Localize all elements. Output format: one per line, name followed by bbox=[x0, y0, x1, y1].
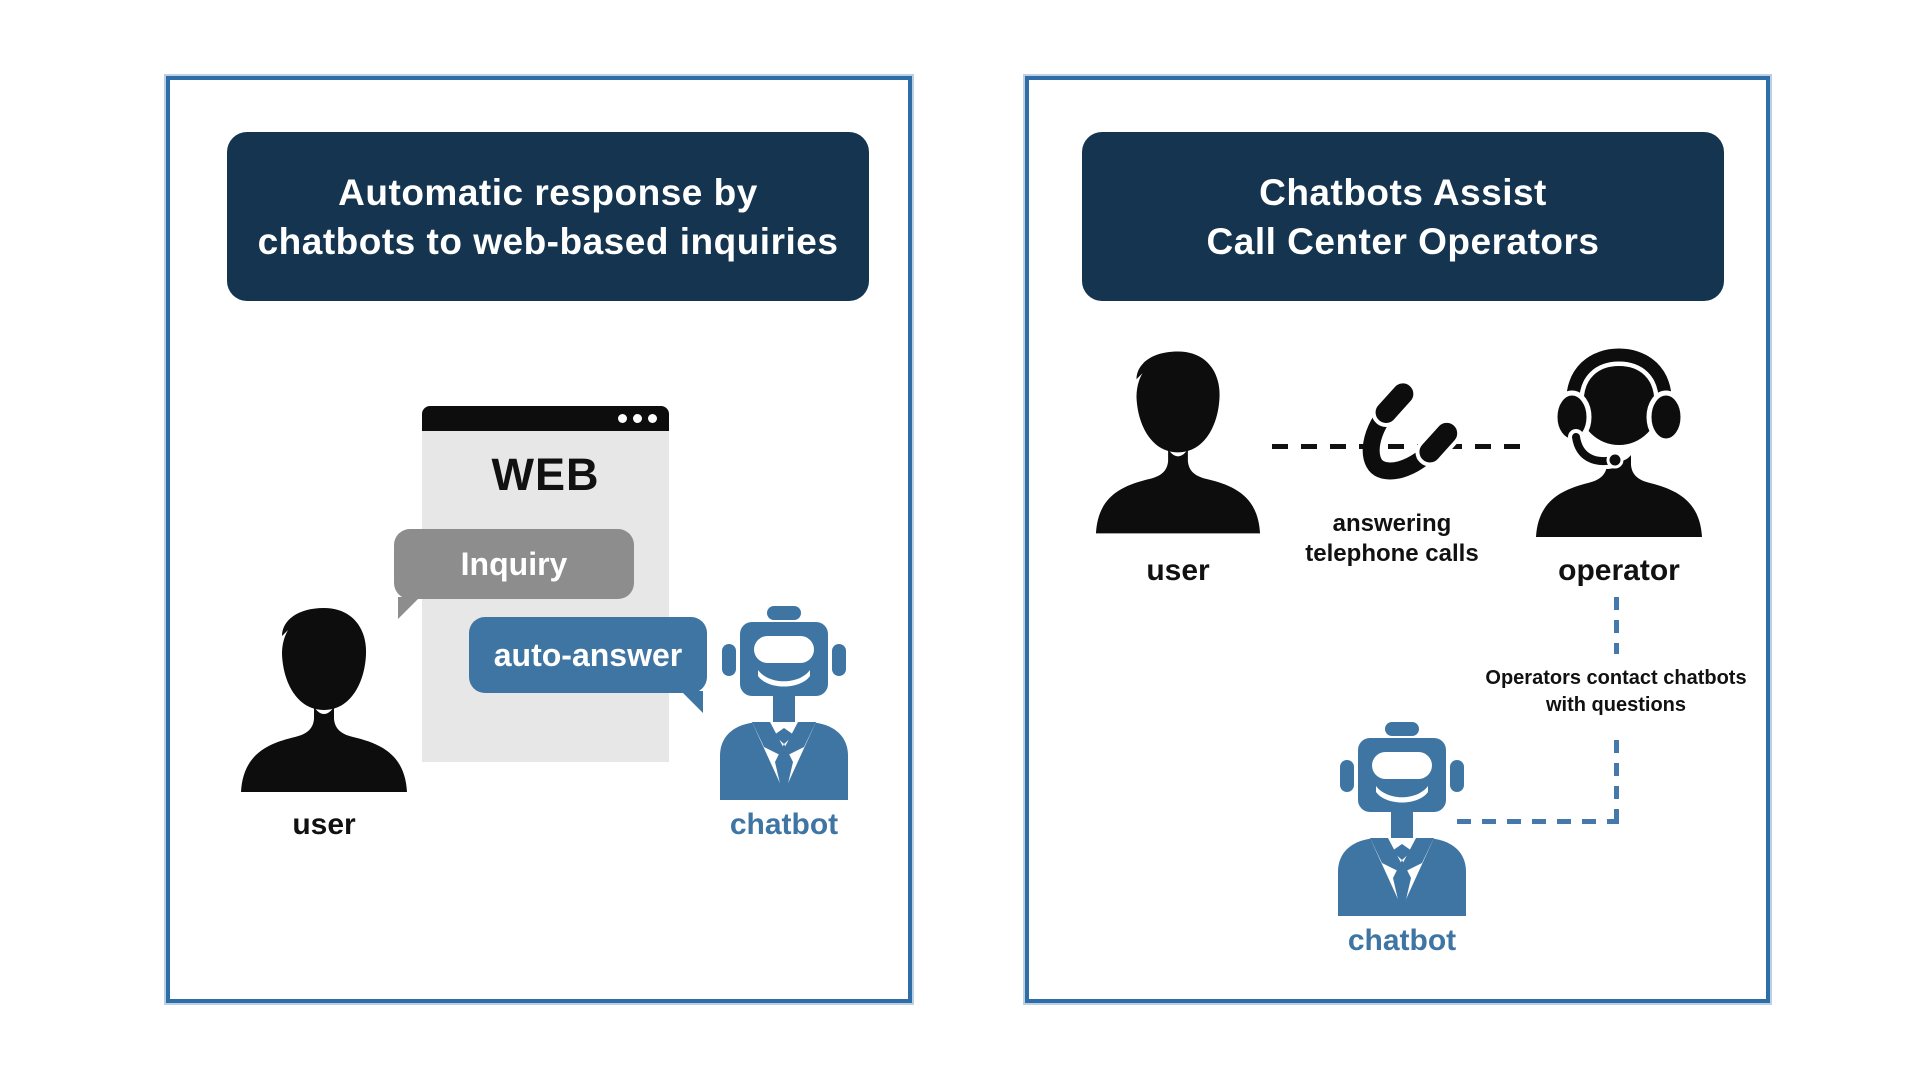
browser-dot-icon bbox=[648, 414, 657, 423]
connector-caption-line1: Operators contact chatbots bbox=[1485, 667, 1747, 689]
inquiry-speech-bubble: Inquiry bbox=[394, 529, 634, 619]
inquiry-bubble-text: Inquiry bbox=[460, 545, 568, 582]
user-icon bbox=[1092, 347, 1264, 534]
operator-label: operator bbox=[1558, 554, 1680, 587]
user-icon bbox=[237, 604, 411, 792]
left-panel: Automatic response by chatbots to web-ba… bbox=[166, 76, 912, 1003]
chatbot-robot-icon bbox=[1332, 720, 1472, 916]
left-panel-title: Automatic response by chatbots to web-ba… bbox=[227, 132, 869, 301]
browser-dot-icon bbox=[618, 414, 627, 423]
right-panel-title: Chatbots Assist Call Center Operators bbox=[1082, 132, 1724, 301]
telephone-icon bbox=[1351, 379, 1462, 500]
auto-answer-bubble-text: auto-answer bbox=[493, 636, 683, 673]
chatbot-label: chatbot bbox=[1347, 924, 1457, 957]
user-label: user bbox=[292, 808, 356, 841]
chatbot-robot-icon bbox=[714, 604, 854, 800]
phone-caption: answering telephone calls bbox=[1252, 509, 1532, 569]
connector-caption: Operators contact chatbots with question… bbox=[1456, 665, 1776, 719]
telephone-dashed-line bbox=[1272, 444, 1526, 449]
connector-dashed-line-vertical-bottom bbox=[1614, 740, 1619, 822]
left-title-line1: Automatic response by bbox=[338, 171, 758, 213]
auto-answer-speech-bubble: auto-answer bbox=[469, 617, 707, 713]
connector-dashed-line-horizontal bbox=[1457, 819, 1619, 824]
browser-dot-icon bbox=[633, 414, 642, 423]
right-title-line1: Chatbots Assist bbox=[1259, 171, 1547, 213]
operator-icon bbox=[1524, 343, 1714, 537]
phone-caption-line1: answering bbox=[1332, 510, 1452, 537]
connector-dashed-line-vertical-top bbox=[1614, 597, 1619, 654]
connector-caption-line2: with questions bbox=[1546, 694, 1686, 716]
auto-answer-bubble-tail bbox=[681, 691, 703, 713]
chatbot-label: chatbot bbox=[729, 808, 839, 841]
right-panel: Chatbots Assist Call Center Operators us… bbox=[1025, 76, 1770, 1003]
inquiry-bubble-tail bbox=[398, 597, 420, 619]
browser-title-bar bbox=[422, 406, 669, 431]
phone-caption-line2: telephone calls bbox=[1305, 540, 1479, 567]
right-title-line2: Call Center Operators bbox=[1206, 220, 1600, 262]
web-label: WEB bbox=[491, 449, 600, 500]
user-label: user bbox=[1146, 554, 1210, 587]
left-title-line2: chatbots to web-based inquiries bbox=[257, 220, 839, 262]
